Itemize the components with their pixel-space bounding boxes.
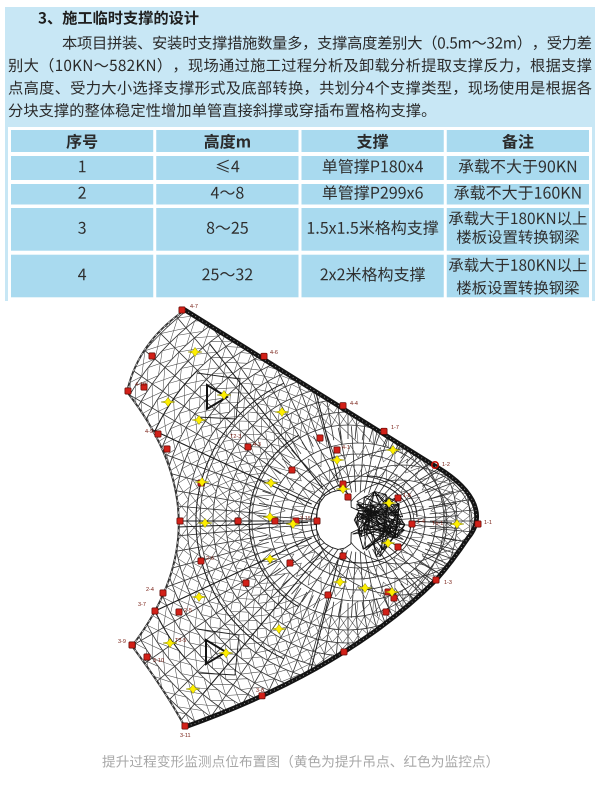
svg-text:3-11: 3-11 [180,733,191,739]
svg-text:1-1: 1-1 [484,520,492,526]
svg-text:T2-3: T2-3 [230,434,241,440]
svg-text:4-1: 4-1 [342,445,350,451]
svg-text:2-4: 2-4 [146,587,154,593]
svg-text:T3-5: T3-5 [175,638,186,644]
svg-text:3-8: 3-8 [256,688,264,694]
svg-text:2-5: 2-5 [184,608,192,614]
svg-text:4-9: 4-9 [145,429,153,435]
svg-text:3-10: 3-10 [153,658,164,664]
svg-text:3-7: 3-7 [138,602,146,608]
svg-text:3-9: 3-9 [118,639,126,645]
svg-text:1-2: 1-2 [442,462,450,468]
svg-text:3-15: 3-15 [300,516,311,522]
svg-text:1-4: 1-4 [417,519,425,525]
svg-text:1-5: 1-5 [403,493,411,499]
svg-text:2-6: 2-6 [206,556,214,562]
svg-text:4-10: 4-10 [135,382,146,388]
svg-text:1-7: 1-7 [391,425,399,431]
svg-text:4-6: 4-6 [270,350,278,356]
svg-text:4-3: 4-3 [253,442,261,448]
svg-text:4-7: 4-7 [190,304,198,310]
svg-text:1-3: 1-3 [444,580,452,586]
svg-text:Tn-1: Tn-1 [432,521,443,527]
svg-text:4-4: 4-4 [350,401,358,407]
